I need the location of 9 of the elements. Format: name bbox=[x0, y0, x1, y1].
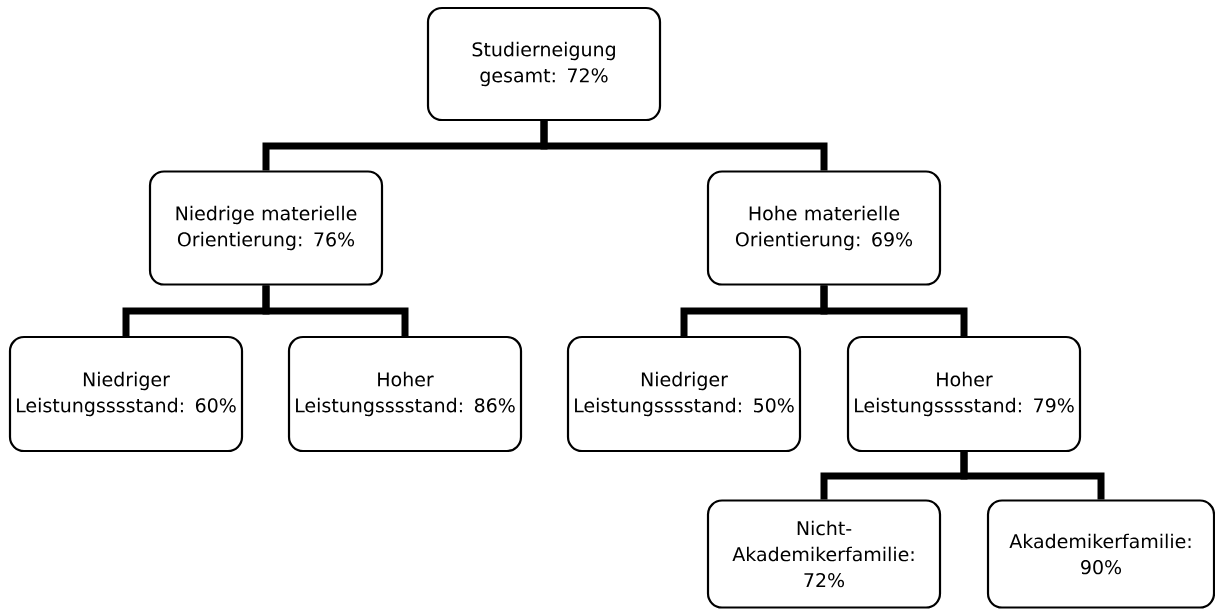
rounded-box: Studierneigung gesamt: 72% bbox=[426, 6, 662, 122]
rounded-box: Niedriger Leistungsssstand: 60% bbox=[8, 335, 244, 453]
rounded-box: Hohe materielle Orientierung: 69% bbox=[706, 170, 942, 286]
rounded-box: Niedrige materielle Orientierung: 76% bbox=[148, 170, 384, 286]
rounded-box: Hoher Leistungsssstand: 79% bbox=[846, 335, 1082, 453]
rounded-box: Akademikerfamilie: 90% bbox=[986, 499, 1215, 609]
rounded-box: Hoher Leistungsssstand: 86% bbox=[287, 335, 523, 453]
rounded-box: Niedriger Leistungsssstand: 50% bbox=[566, 335, 802, 453]
rounded-box: Nicht-Akademikerfamilie: 72% bbox=[706, 499, 942, 609]
